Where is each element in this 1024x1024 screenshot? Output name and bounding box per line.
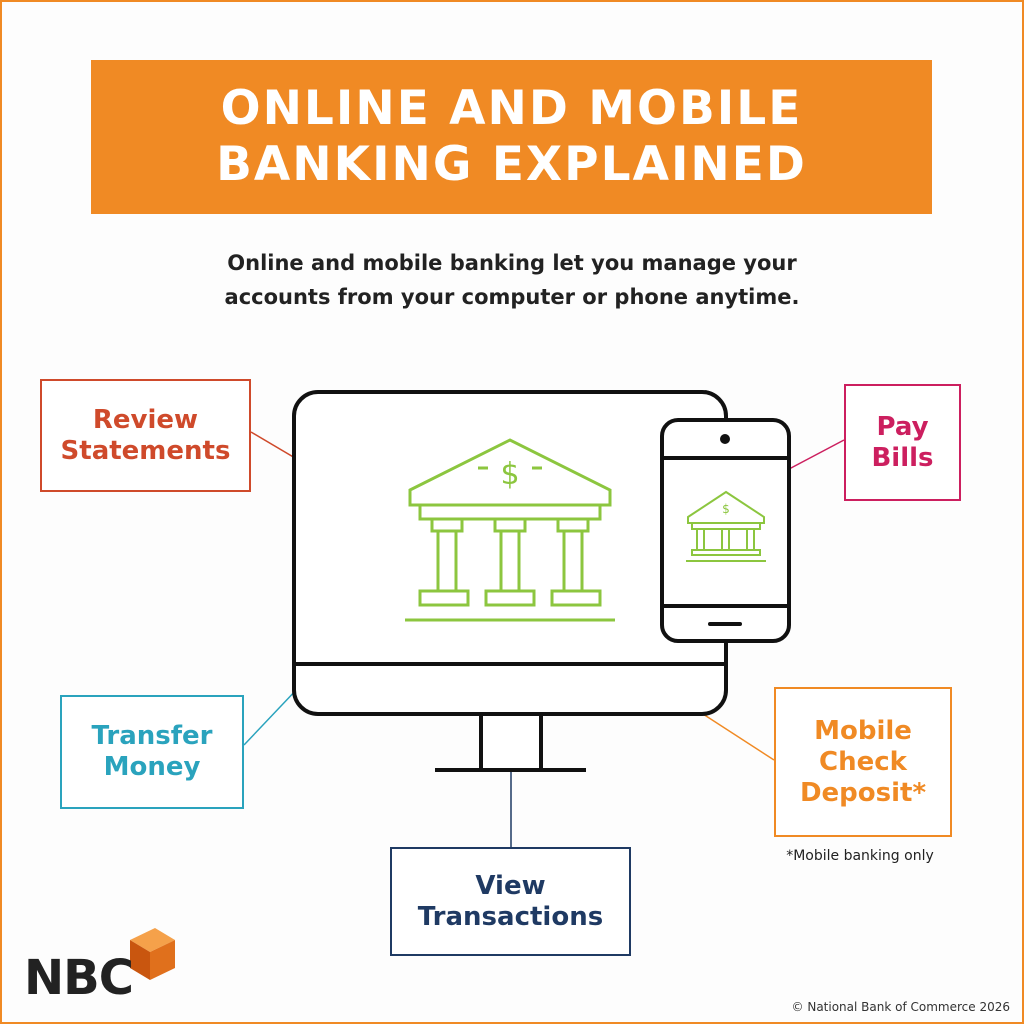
mobile-line-1: Mobile	[814, 715, 912, 746]
review-statements-box: Review Statements	[40, 379, 251, 492]
mobile-check-deposit-box: Mobile Check Deposit*	[774, 687, 952, 837]
title-line-1: ONLINE AND MOBILE	[220, 81, 803, 136]
mobile-only-note: *Mobile banking only	[786, 848, 934, 864]
copyright: © National Bank of Commerce 2026	[791, 1000, 1010, 1014]
mobile-line-2: Check	[819, 746, 907, 777]
view-line-1: View	[475, 870, 546, 901]
pay-bills-box: Pay Bills	[844, 384, 961, 501]
pay-line-1: Pay	[876, 411, 929, 442]
subtitle-line-1: Online and mobile banking let you manage…	[227, 251, 797, 275]
title-line-2: BANKING EXPLAINED	[216, 137, 807, 192]
transfer-money-box: Transfer Money	[60, 695, 244, 809]
nbc-logo-text: NBC	[24, 950, 134, 1006]
review-line-1: Review	[92, 404, 199, 435]
subtitle-line-2: accounts from your computer or phone any…	[224, 285, 800, 309]
transfer-line-1: Transfer	[91, 721, 213, 751]
review-line-2: Statements	[60, 435, 231, 466]
view-line-2: Transactions	[417, 901, 604, 932]
title-banner: ONLINE AND MOBILE BANKING EXPLAINED	[91, 60, 932, 214]
mobile-line-3: Deposit*	[799, 777, 927, 808]
transfer-line-2: Money	[103, 752, 201, 782]
subtitle: Online and mobile banking let you manage…	[90, 246, 934, 314]
pay-line-2: Bills	[871, 442, 934, 473]
view-transactions-box: View Transactions	[390, 847, 631, 956]
